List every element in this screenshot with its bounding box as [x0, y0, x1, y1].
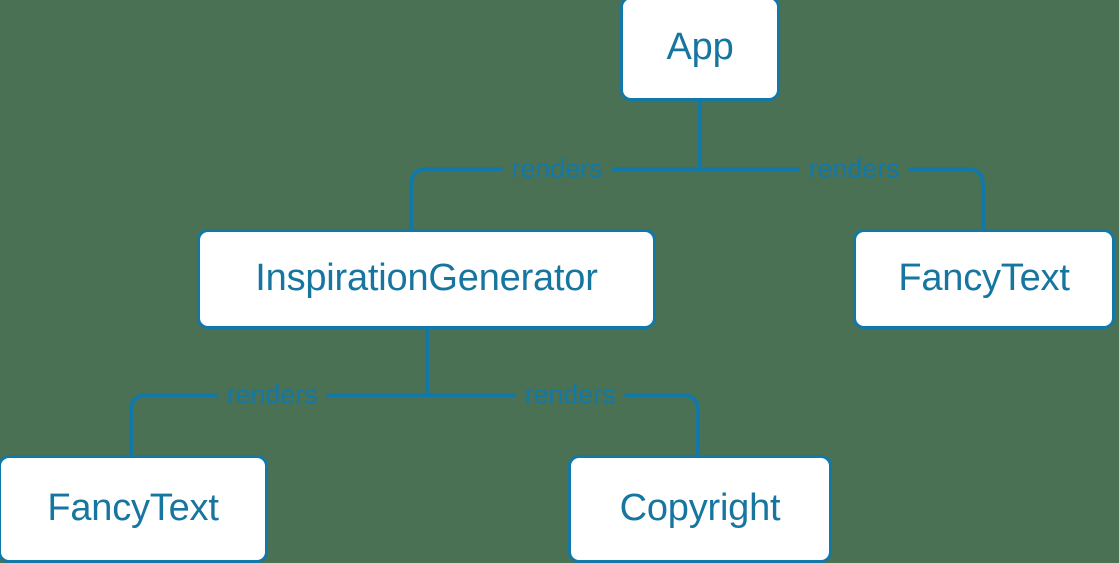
node-fancytext-right[interactable]: FancyText: [853, 229, 1115, 329]
node-fancytext-bottom-label: FancyText: [47, 486, 219, 529]
edge-label-inspiration-generator-to-fancytext-bottom: renders: [217, 381, 327, 409]
edge-app-to-fancytext-right: [698, 167, 985, 231]
edge-label-app-to-fancytext-right: renders: [799, 155, 909, 183]
edge-app-to-inspiration-generator: [409, 167, 702, 231]
node-fancytext-bottom[interactable]: FancyText: [0, 455, 268, 563]
node-copyright[interactable]: Copyright: [568, 455, 832, 563]
edge-inspiration-generator-to-copyright: [425, 393, 700, 457]
node-app-label: App: [666, 26, 734, 68]
edge-label-inspiration-generator-to-copyright: renders: [515, 381, 625, 409]
node-copyright-label: Copyright: [619, 486, 781, 529]
node-fancytext-right-label: FancyText: [898, 256, 1070, 299]
edge-inspiration-generator-to-fancytext-bottom: [129, 393, 429, 457]
node-inspiration-generator[interactable]: InspirationGenerator: [197, 229, 656, 329]
node-app[interactable]: App: [620, 0, 780, 101]
node-inspiration-generator-label: InspirationGenerator: [255, 256, 598, 299]
edge-label-app-to-inspiration-generator: renders: [502, 155, 612, 183]
